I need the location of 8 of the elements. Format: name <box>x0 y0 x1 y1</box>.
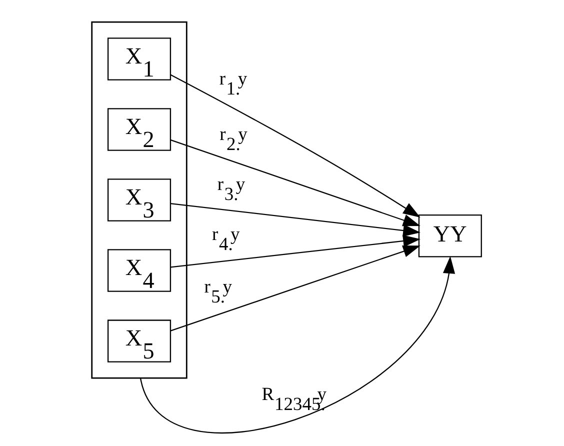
arrow <box>170 139 420 226</box>
arrow <box>170 202 420 237</box>
arrow <box>170 245 420 332</box>
node-box: YY <box>418 214 482 258</box>
cluster <box>91 21 188 379</box>
arrow <box>140 256 456 434</box>
arrow <box>170 234 420 268</box>
arrow <box>170 74 420 218</box>
